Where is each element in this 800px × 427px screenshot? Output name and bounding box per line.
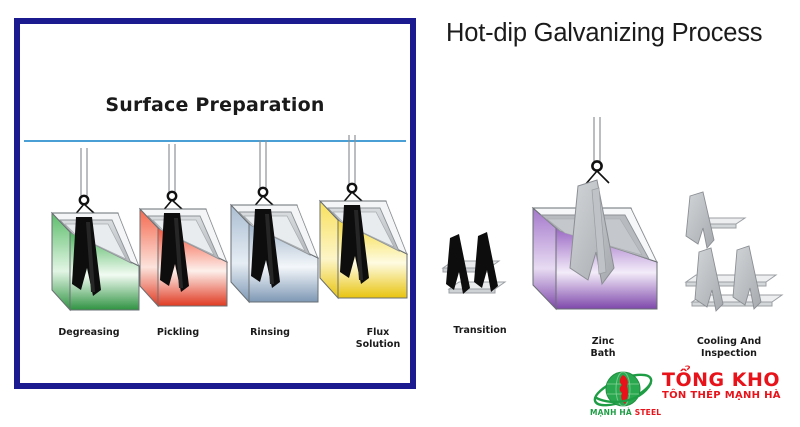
logo-line-3-steel: STEEL	[634, 408, 662, 417]
stage-label-cooling-inspection: Cooling And Inspection	[696, 336, 762, 359]
section-title: Surface Preparation	[105, 94, 325, 116]
hook-ring-flux	[346, 182, 358, 194]
crane-cable-zinc	[593, 117, 601, 162]
crane-cable-pickling	[168, 144, 176, 192]
tank-rinsing	[229, 203, 319, 304]
stage-pickling	[138, 144, 228, 308]
stage-degreasing	[50, 148, 140, 312]
logo-line-1: TỔNG KHO	[662, 369, 780, 391]
workpiece-beam-cooling-1	[685, 191, 715, 249]
stage-label-flux: Flux Solution	[355, 327, 401, 350]
workpiece-beam-transition-2	[474, 232, 498, 292]
logo-wordmark: TỔNG KHO TÔN THÉP MẠNH HÀ	[662, 370, 781, 402]
hook-ring-degreasing	[78, 194, 90, 206]
workpiece-beam-rinsing	[251, 209, 280, 288]
workpiece-beam-cooling-3	[732, 245, 762, 310]
workpiece-beam-flux	[340, 205, 369, 284]
section-divider	[24, 140, 406, 142]
crane-cable-rinsing	[259, 140, 267, 188]
stage-zinc-bath	[531, 117, 658, 311]
logo-line-3: MẠNH HÀ STEEL	[590, 408, 661, 417]
crane-cable-flux	[348, 135, 356, 184]
stage-cooling-inspection	[684, 191, 784, 312]
stage-label-zinc-bath: Zinc Bath	[590, 336, 616, 359]
stage-label-degreasing: Degreasing	[58, 327, 120, 338]
workpiece-beam-cooling-2	[694, 247, 724, 312]
page-title: Hot-dip Galvanizing Process	[446, 19, 763, 47]
stage-label-pickling: Pickling	[156, 327, 200, 338]
hook-ring-rinsing	[257, 186, 269, 198]
workpiece-beam-pickling	[160, 213, 189, 292]
stage-label-rinsing: Rinsing	[250, 327, 290, 338]
globe-icon	[593, 371, 653, 407]
stage-transition	[441, 232, 507, 294]
stage-label-transition: Transition	[453, 325, 507, 336]
logo-line-3-brand: MẠNH HÀ	[590, 408, 635, 417]
workpiece-beam-degreasing	[72, 217, 101, 296]
logo-line-2: TÔN THÉP MẠNH HÀ	[662, 390, 781, 401]
stage-flux	[318, 135, 408, 300]
crane-cable-degreasing	[80, 148, 88, 196]
workpiece-beam-zinc	[569, 179, 615, 286]
workpiece-beam-transition-1	[446, 234, 470, 294]
stage-rinsing	[229, 140, 319, 304]
tank-degreasing	[50, 211, 140, 312]
company-logo[interactable]: TỔNG KHO TÔN THÉP MẠNH HÀ MẠNH HÀ STEEL	[588, 366, 796, 424]
hook-ring-pickling	[166, 190, 178, 202]
hook-ring-zinc	[591, 160, 603, 172]
